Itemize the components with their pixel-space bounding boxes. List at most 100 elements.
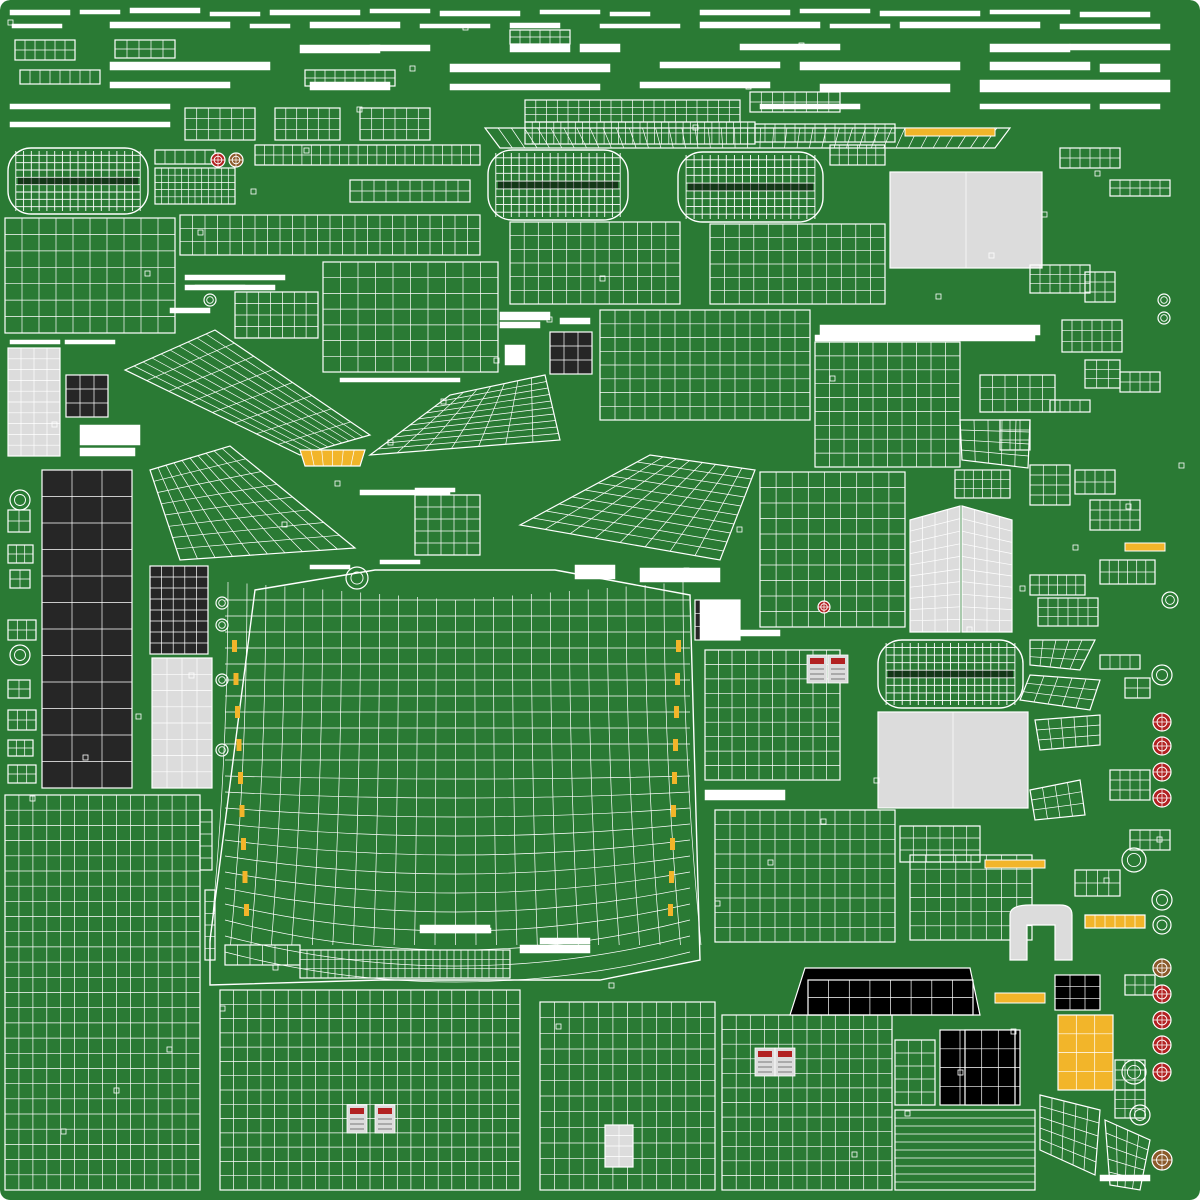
island-panel-a [184,107,256,141]
island-circle-4-cross [1153,737,1171,755]
island-right-part-5-mesh [1085,360,1120,388]
island-right-part-12-mesh [1090,500,1140,530]
strip-mid-7 [499,311,551,321]
island-right-part-12 [1089,499,1141,531]
strip-top-42 [819,83,951,93]
strip-top-23 [899,21,1041,29]
island-right-part-11 [1074,469,1116,495]
island-circle-28 [215,673,229,687]
island-circle-10 [1152,984,1172,1004]
strip-top-18 [419,23,491,29]
island-right-quad-f-mesh [1105,1124,1149,1189]
island-tiny-40 [767,859,774,866]
island-right-part-1 [1109,179,1171,197]
island-right-part-14 [1029,574,1086,596]
island-top-block-3 [304,69,396,87]
island-light-panel-small-mesh [152,658,212,788]
island-right-quad-c [1034,714,1101,751]
island-circle-25-outer [1157,311,1171,325]
strip-top-48 [1099,103,1161,110]
island-right-frame-panel-mesh [705,650,840,780]
island-tiny-46 [409,65,416,72]
island-panel-h-mesh [755,124,895,142]
island-black-block-b-mesh [965,1030,1015,1105]
island-right-part-18 [1109,769,1151,801]
island-cushion-a-mesh [980,375,1055,412]
island-yellow-bar-3 [904,127,996,137]
strip-top-28 [579,43,621,53]
island-tiny-56 [599,275,606,282]
island-left-piece-8-mesh [200,821,212,859]
island-tiny-24 [935,293,942,300]
island-tiny-8 [1103,877,1110,884]
strip-top-2 [129,7,201,14]
island-circle-26-inner [218,599,226,607]
island-center-panel [322,261,499,373]
island-black-small-mesh [1055,975,1100,1010]
island-tiny-31 [714,900,721,907]
island-small-k-mesh [237,945,288,965]
island-glass-left [909,505,961,633]
island-long-quad-g [254,144,481,166]
island-right-part-7-mesh [1059,400,1081,412]
strip-top-40 [449,83,601,91]
island-circle-8-inner [1156,919,1168,931]
island-black-small-outline [1054,974,1101,1011]
island-panel-j-mesh [830,145,885,165]
island-label-5 [774,1047,796,1077]
island-circle-28-inner [218,676,226,684]
island-panel-a-mesh [185,108,255,140]
island-black-block-b [964,1029,1016,1106]
island-circle-11-cross [1153,1011,1171,1029]
island-label-1-lines [378,1118,392,1130]
island-quad-h [894,1039,936,1106]
island-circle-4 [1152,736,1172,756]
island-right-part-9 [1029,464,1071,506]
island-circle-18-inner [350,571,364,585]
strip-top-5 [369,8,431,14]
hood-marker-right-5 [671,805,676,817]
strip-top-8 [609,11,651,17]
island-dark-tall-mesh [42,470,132,788]
island-right-part-17 [1124,677,1151,699]
strip-mid-17 [639,567,721,583]
island-left-piece-3-mesh [8,620,36,640]
island-top-block-1-mesh [15,40,75,60]
island-circle-29-outer [215,743,229,757]
island-glass-right-mesh [961,509,1013,632]
strip-mid-19 [414,487,456,493]
island-label-2-band [810,658,824,664]
hood-marker-right-4 [672,772,677,784]
island-tiny-4 [555,1023,562,1030]
island-circle-7-outer [1151,889,1173,911]
island-circle-17-inner [1134,1109,1146,1121]
hood-marker-right-2 [674,706,679,718]
island-circle-15-outer [1121,847,1147,873]
island-circle-15 [1121,847,1147,873]
island-tiny-26 [29,795,36,802]
strip-mid-6 [339,377,461,383]
island-tiny-32 [851,1151,858,1158]
island-right-part-18-mesh [1110,770,1150,800]
island-side-panel-mesh [910,855,1032,940]
island-label-5-lines [778,1061,792,1073]
island-fender-right-lower [518,454,756,561]
strip-top-27 [509,43,571,53]
island-cushion-b [899,825,981,863]
island-bone-shape [234,291,319,339]
strip-top-26 [369,44,431,52]
island-circle-23-cross [818,601,830,613]
island-panel-d-mesh [750,92,840,112]
island-tiny-38 [493,357,500,364]
island-right-part-15 [1037,597,1099,627]
island-left-piece-0 [7,509,31,533]
strip-mid-4 [184,274,286,281]
island-top-block-5 [19,69,101,85]
strip-mid-13 [519,944,591,954]
island-right-part-11-mesh [1075,470,1115,494]
island-label-4 [754,1047,776,1077]
strip-mid-24 [819,324,1041,336]
island-grille-strip-mesh [300,950,510,978]
strip-top-21 [699,21,821,29]
island-circle-17-outer [1129,1104,1151,1126]
